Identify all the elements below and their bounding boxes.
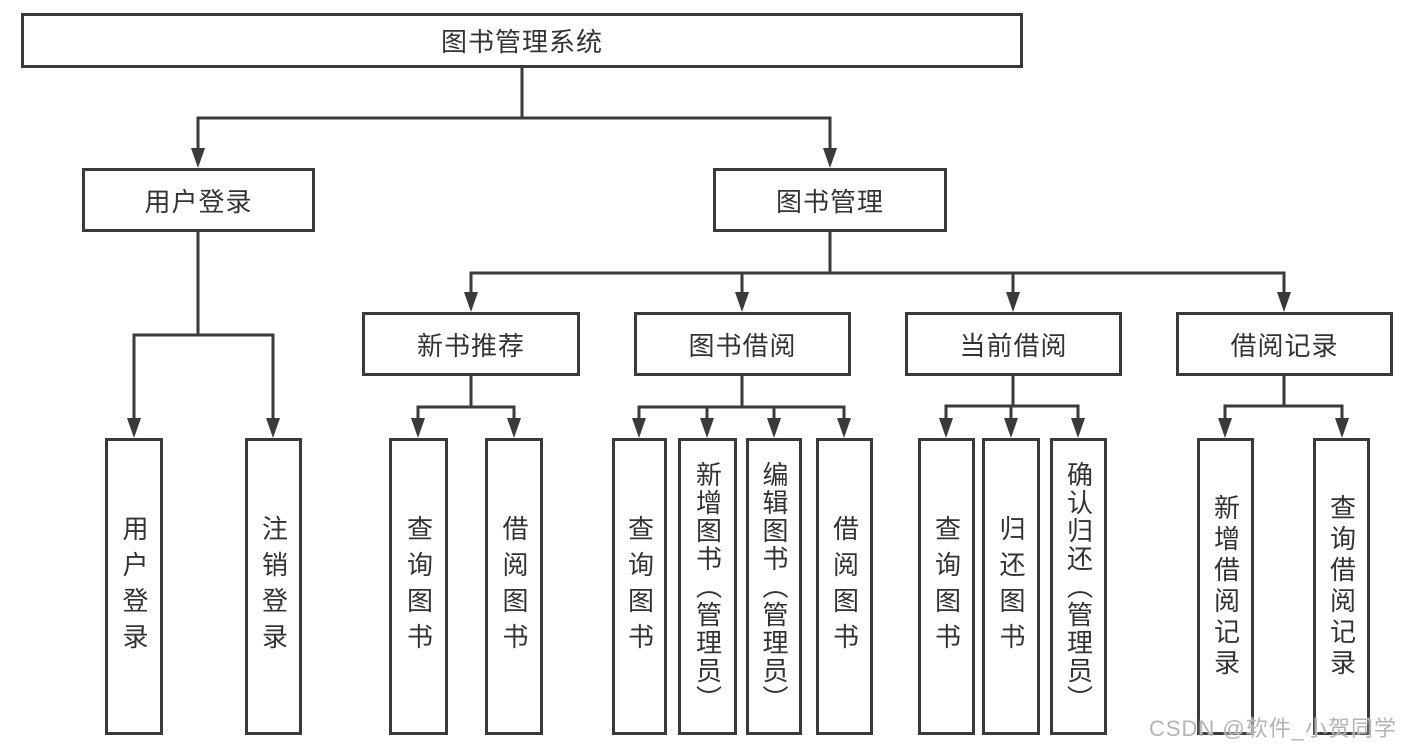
arrowhead <box>1071 418 1085 438</box>
node-label-query-books-1: 查询图书 <box>403 514 434 659</box>
node-confirm-return: 确认归还（管理员） <box>1050 438 1107 735</box>
node-label-borrow-records: 借阅记录 <box>1230 330 1339 361</box>
arrowhead <box>939 418 953 438</box>
arrowhead <box>1004 418 1018 438</box>
node-query-books-1: 查询图书 <box>389 438 448 735</box>
node-label-borrow-books-1: 借阅图书 <box>499 514 529 659</box>
arrowhead <box>1277 292 1291 312</box>
node-current-borrow: 当前借阅 <box>905 312 1122 376</box>
node-label-query-books-3: 查询图书 <box>931 514 962 659</box>
arrowhead <box>823 148 837 168</box>
node-query-books-2: 查询图书 <box>612 438 667 735</box>
node-label-query-borrow-record: 查询借阅记录 <box>1326 493 1357 680</box>
node-root: 图书管理系统 <box>21 13 1023 68</box>
arrowhead <box>1335 418 1349 438</box>
node-label-edit-books: 编辑图书（管理员） <box>759 460 789 713</box>
node-label-book-mgmt: 图书管理 <box>775 186 884 217</box>
node-borrow-records: 借阅记录 <box>1176 312 1393 376</box>
arrowhead <box>837 418 851 438</box>
node-return-books: 归还图书 <box>982 438 1040 735</box>
node-logout: 注销登录 <box>245 438 302 735</box>
arrowhead <box>735 292 749 312</box>
node-borrow-books-1: 借阅图书 <box>485 438 543 735</box>
node-label-add-borrow-record: 新增借阅记录 <box>1210 493 1241 680</box>
node-new-book-rec: 新书推荐 <box>362 312 580 376</box>
node-add-books: 新增图书（管理员） <box>678 438 737 735</box>
node-label-query-books-2: 查询图书 <box>624 514 655 659</box>
arrowhead <box>700 418 714 438</box>
node-label-confirm-return: 确认归还（管理员） <box>1063 460 1094 713</box>
node-login-group: 用户登录 <box>82 168 315 232</box>
node-label-borrow-books-2: 借阅图书 <box>829 514 860 659</box>
node-label-new-book-rec: 新书推荐 <box>416 330 525 361</box>
node-user-login: 用户登录 <box>105 438 163 735</box>
node-edit-books: 编辑图书（管理员） <box>746 438 802 735</box>
node-label-book-borrow: 图书借阅 <box>688 330 797 361</box>
node-label-user-login: 用户登录 <box>119 514 149 659</box>
arrowhead <box>767 418 781 438</box>
arrowhead <box>507 418 521 438</box>
arrowhead <box>1218 418 1232 438</box>
node-label-logout: 注销登录 <box>258 514 289 659</box>
arrowhead <box>127 418 141 438</box>
node-book-mgmt: 图书管理 <box>713 168 947 232</box>
node-label-root: 图书管理系统 <box>440 27 603 57</box>
arrowhead <box>1006 292 1020 312</box>
node-label-add-books: 新增图书（管理员） <box>692 460 723 713</box>
node-add-borrow-record: 新增借阅记录 <box>1197 438 1254 735</box>
node-query-borrow-record: 查询借阅记录 <box>1313 438 1370 735</box>
arrowhead <box>191 148 205 168</box>
node-book-borrow: 图书借阅 <box>634 312 851 376</box>
node-label-return-books: 归还图书 <box>996 514 1026 659</box>
node-query-books-3: 查询图书 <box>918 438 975 735</box>
node-label-current-borrow: 当前借阅 <box>959 330 1068 361</box>
arrowhead <box>266 418 280 438</box>
node-label-login-group: 用户登录 <box>144 186 253 217</box>
watermark: CSDN @软件_小贺同学 <box>1148 716 1397 741</box>
arrowhead <box>464 292 478 312</box>
arrowhead <box>411 418 425 438</box>
node-borrow-books-2: 借阅图书 <box>816 438 873 735</box>
arrowhead <box>632 418 646 438</box>
